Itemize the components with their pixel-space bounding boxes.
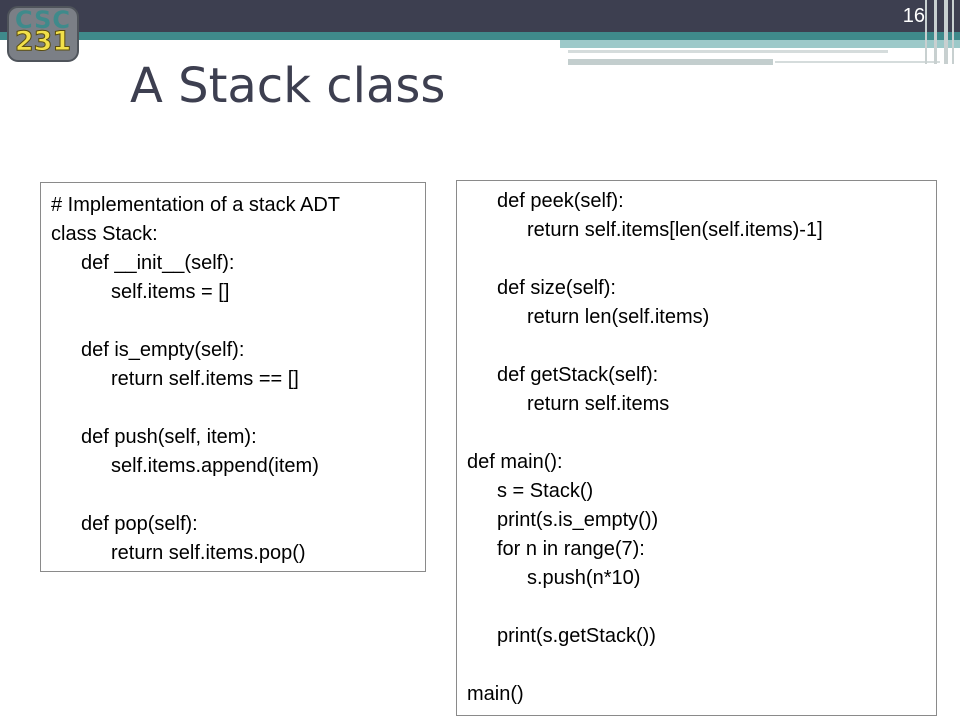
- code-line: return self.items: [527, 393, 670, 415]
- code-box-left: # Implementation of a stack ADT class Sta…: [40, 182, 426, 572]
- code-line: def main():: [467, 451, 563, 473]
- code-line: [51, 307, 425, 336]
- header-decor-bar: [925, 0, 927, 64]
- header-accent-stripe-light: [560, 40, 960, 48]
- slide-title: A Stack class: [130, 58, 446, 114]
- code-line: def is_empty(self):: [81, 339, 245, 361]
- code-line: return self.items == []: [111, 368, 299, 390]
- code-line: [51, 481, 425, 510]
- code-line: # Implementation of a stack ADT: [51, 194, 341, 216]
- code-line: return self.items[len(self.items)-1]: [527, 219, 823, 241]
- code-line: self.items.append(item): [111, 455, 319, 477]
- code-line: return len(self.items): [527, 306, 710, 328]
- code-line: print(s.getStack()): [497, 625, 656, 647]
- header-decor-bar: [944, 0, 948, 64]
- header-decor-bar: [934, 0, 937, 64]
- code-line: for n in range(7):: [497, 538, 645, 560]
- code-line: [51, 394, 425, 423]
- code-line: main(): [467, 683, 524, 705]
- code-line: def pop(self):: [81, 513, 198, 535]
- header-accent-stripe: [0, 32, 960, 40]
- code-line: s = Stack(): [497, 480, 594, 502]
- top-header-band: [0, 0, 960, 32]
- logo-text-bottom: 231: [14, 26, 72, 58]
- code-line: def peek(self):: [497, 190, 624, 212]
- code-line: self.items = []: [111, 281, 230, 303]
- code-line: def __init__(self):: [81, 252, 235, 274]
- header-decor-line: [568, 50, 888, 53]
- code-line: return self.items.pop(): [111, 542, 306, 564]
- code-line: def push(self, item):: [81, 426, 257, 448]
- header-decor-line: [775, 61, 940, 63]
- code-line: print(s.is_empty()): [497, 509, 659, 531]
- code-line: [467, 593, 936, 622]
- code-line: [467, 419, 936, 448]
- slide-number: 16: [902, 5, 925, 27]
- logo-text-top: CSC: [15, 6, 71, 34]
- code-box-right: def peek(self): return self.items[len(sel…: [456, 180, 937, 716]
- course-logo: CSC 231: [7, 6, 79, 62]
- code-line: def getStack(self):: [497, 364, 659, 386]
- header-decor-bar: [952, 0, 954, 64]
- code-line: class Stack:: [51, 223, 158, 245]
- header-decor-line: [568, 59, 773, 65]
- code-line: s.push(n*10): [527, 567, 641, 589]
- code-line: [467, 245, 936, 274]
- code-line: [467, 332, 936, 361]
- code-line: [467, 651, 936, 680]
- code-line: def size(self):: [497, 277, 616, 299]
